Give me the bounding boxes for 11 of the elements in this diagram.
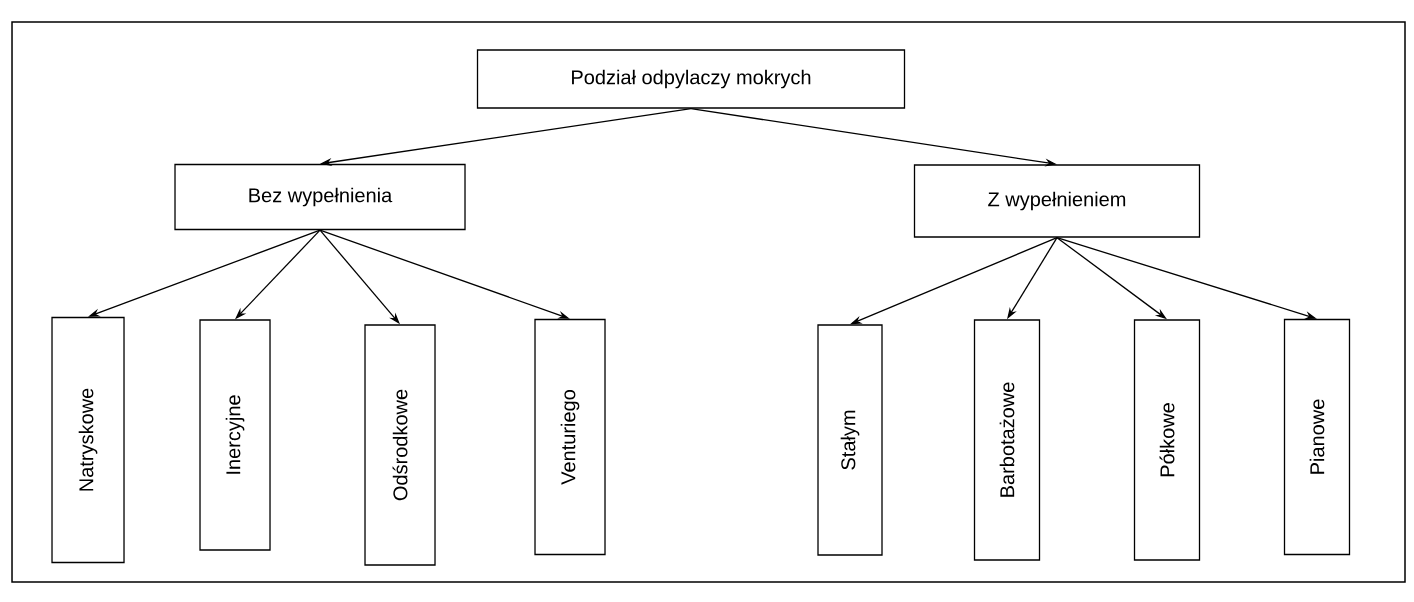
category-box: Odśrodkowe [364,324,436,566]
category-box: Półkowe [1133,319,1201,561]
category-box: Podział odpylaczy mokrych [476,49,906,109]
category-box: Pianowe [1283,318,1351,556]
category-box: Z wypełnieniem [913,164,1201,238]
category-box: Natryskowe [51,316,125,564]
category-box: Stałym [817,324,883,556]
category-box: Venturiego [534,318,606,556]
category-box: Inercyjne [199,319,271,551]
category-box: Barbotażowe [973,319,1041,561]
category-box: Bez wypełnienia [174,163,466,231]
